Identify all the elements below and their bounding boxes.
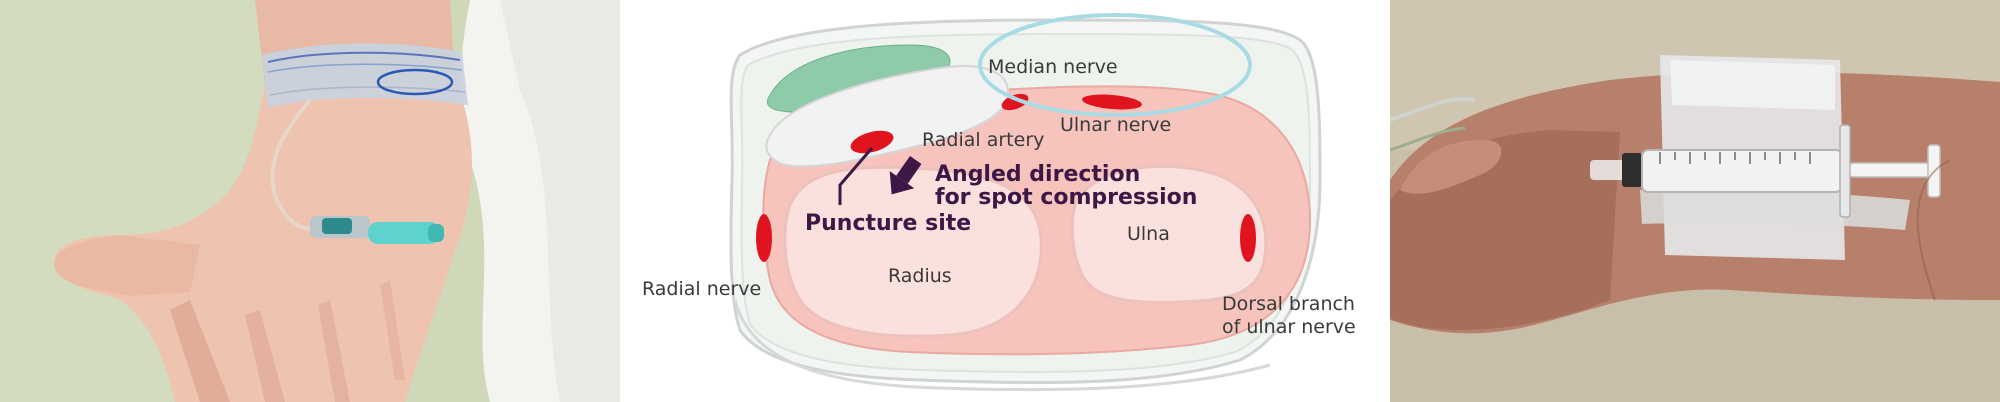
label-angled-direction-1: Angled direction — [935, 162, 1140, 187]
label-puncture-site: Puncture site — [805, 211, 971, 236]
radius-bone — [783, 165, 1043, 338]
puncture-mark-circle — [376, 68, 454, 96]
radial-artery-vessel — [850, 130, 894, 154]
syringe-photo-illustration — [1390, 0, 2000, 402]
syringe-graduations — [1659, 152, 1811, 164]
dorsal-branch-vessel — [1240, 214, 1256, 262]
label-angled-direction-2: for spot compression — [935, 185, 1197, 210]
cross-section-svg: Median nerve Ulnar nerve Radial artery A… — [642, 13, 1356, 392]
label-radial-nerve: Radial nerve — [642, 278, 761, 300]
label-dorsal-branch-2: of ulnar nerve — [1222, 316, 1356, 338]
wrist-cross-section-diagram: Median nerve Ulnar nerve Radial artery A… — [620, 0, 1390, 402]
hand-photo-illustration — [0, 0, 620, 402]
label-median-nerve: Median nerve — [988, 56, 1118, 78]
ulnar-nerve-vessel — [1082, 94, 1142, 110]
ulnar-artery-vessel — [1001, 93, 1029, 111]
right-photo-compression-device — [1390, 0, 2000, 402]
puncture-leader-line — [838, 147, 874, 205]
label-dorsal-branch-1: Dorsal branch — [1222, 293, 1355, 315]
left-photo-hand-with-catheter — [0, 0, 620, 402]
tendon-white — [765, 65, 1010, 168]
radial-nerve-vessel — [756, 214, 772, 262]
compression-arrow — [889, 156, 922, 195]
label-radius: Radius — [888, 265, 952, 287]
ulna-bone — [1070, 164, 1268, 304]
label-ulnar-nerve: Ulnar nerve — [1060, 114, 1171, 136]
compression-ring — [978, 13, 1252, 117]
label-ulna: Ulna — [1127, 223, 1170, 245]
label-radial-artery: Radial artery — [922, 129, 1044, 151]
